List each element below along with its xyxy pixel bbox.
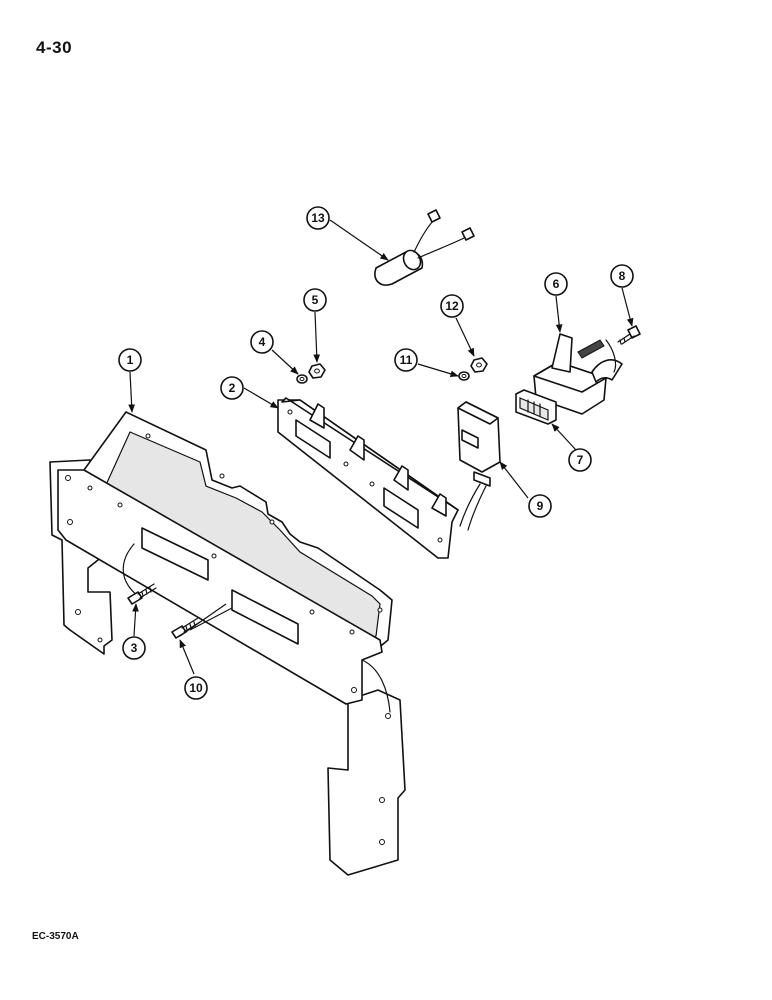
callout-2: 2	[220, 376, 244, 400]
leader-lines	[128, 219, 634, 675]
callout-6: 6	[544, 272, 568, 296]
callout-12-label: 12	[445, 299, 459, 313]
callout-10-label: 10	[189, 681, 203, 695]
callout-5: 5	[303, 288, 327, 312]
relay-part-9	[457, 401, 501, 531]
screw-part-10	[171, 617, 201, 639]
main-bracket-panel	[49, 411, 406, 876]
callout-3: 3	[122, 636, 146, 660]
nut-part-12	[470, 357, 488, 373]
screw-part-3	[127, 583, 157, 605]
nut-part-5	[308, 363, 326, 379]
callout-1: 1	[118, 348, 142, 372]
switch-plate	[277, 397, 459, 559]
callout-2-label: 2	[229, 381, 236, 395]
callout-13: 13	[306, 206, 330, 230]
connector-part-7	[515, 389, 557, 425]
callout-4-label: 4	[259, 335, 266, 349]
callout-7-label: 7	[577, 453, 584, 467]
callout-13-label: 13	[311, 211, 325, 225]
washer-part-4	[296, 374, 308, 384]
callout-9-label: 9	[537, 499, 544, 513]
page-number: 4-30	[36, 38, 73, 57]
callout-6-label: 6	[553, 277, 560, 291]
callout-12: 12	[440, 294, 464, 318]
callout-11: 11	[394, 348, 418, 372]
washer-part-11	[458, 371, 470, 381]
callout-7: 7	[568, 448, 592, 472]
callout-4: 4	[250, 330, 274, 354]
callout-8-label: 8	[619, 269, 626, 283]
capacitor-part-13	[374, 209, 475, 286]
callout-9: 9	[528, 494, 552, 518]
callout-1-label: 1	[127, 353, 134, 367]
callout-3-label: 3	[131, 641, 138, 655]
callout-11-label: 11	[400, 353, 413, 367]
figure-code: EC-3570A	[32, 931, 79, 942]
screw-part-8	[617, 325, 641, 345]
callout-10: 10	[184, 676, 208, 700]
callout-8: 8	[610, 264, 634, 288]
callout-5-label: 5	[312, 293, 319, 307]
